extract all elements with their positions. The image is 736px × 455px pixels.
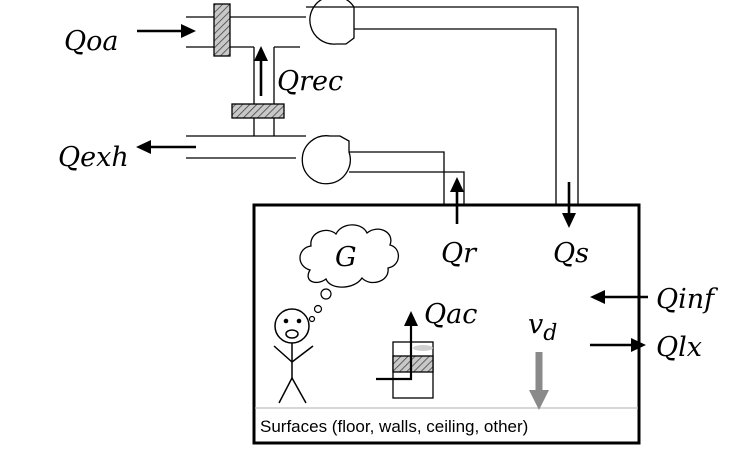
- deposition-arrow: [529, 352, 549, 410]
- recirculation-damper: [231, 103, 285, 119]
- thought-bubble-small: [308, 315, 316, 323]
- qlx-label: Qlx: [656, 332, 702, 363]
- return-fan: [301, 135, 351, 185]
- air-cleaner: [376, 311, 434, 399]
- qlx-arrow: [590, 338, 646, 352]
- qrec-label: Qrec: [277, 66, 343, 97]
- return-duct: [349, 151, 465, 205]
- qoa-label: Qoa: [64, 26, 119, 57]
- qr-label: Qr: [441, 238, 478, 269]
- recirculation-duct: [253, 47, 275, 136]
- qr-arrow: [450, 177, 464, 224]
- air-cleaner-label: Qac: [424, 299, 477, 330]
- thought-bubble-medium: [313, 304, 323, 314]
- qexh-arrow: [136, 140, 196, 154]
- qexh-label: Qexh: [58, 142, 129, 173]
- generation-cloud: [299, 224, 400, 288]
- room-boundary: [252, 203, 641, 445]
- qs-label: Qs: [553, 238, 589, 269]
- thought-bubble-large: [320, 288, 332, 300]
- surfaces-label: Surfaces (floor, walls, ceiling, other): [260, 417, 528, 436]
- outdoor-air-damper: [213, 3, 231, 57]
- qinf-label: Qinf: [656, 284, 718, 315]
- supply-fan: [309, 0, 355, 45]
- supply-duct: [306, 6, 579, 205]
- occupant-figure: [273, 308, 314, 404]
- exhaust-duct: [186, 135, 306, 159]
- qoa-arrow: [137, 24, 196, 38]
- deposition-velocity-label: vd: [528, 309, 557, 346]
- qinf-arrow: [590, 290, 648, 304]
- generation-label: G: [335, 242, 357, 273]
- qrec-arrow: [254, 46, 268, 96]
- outdoor-air-duct: [186, 16, 306, 48]
- qs-arrow: [562, 182, 576, 228]
